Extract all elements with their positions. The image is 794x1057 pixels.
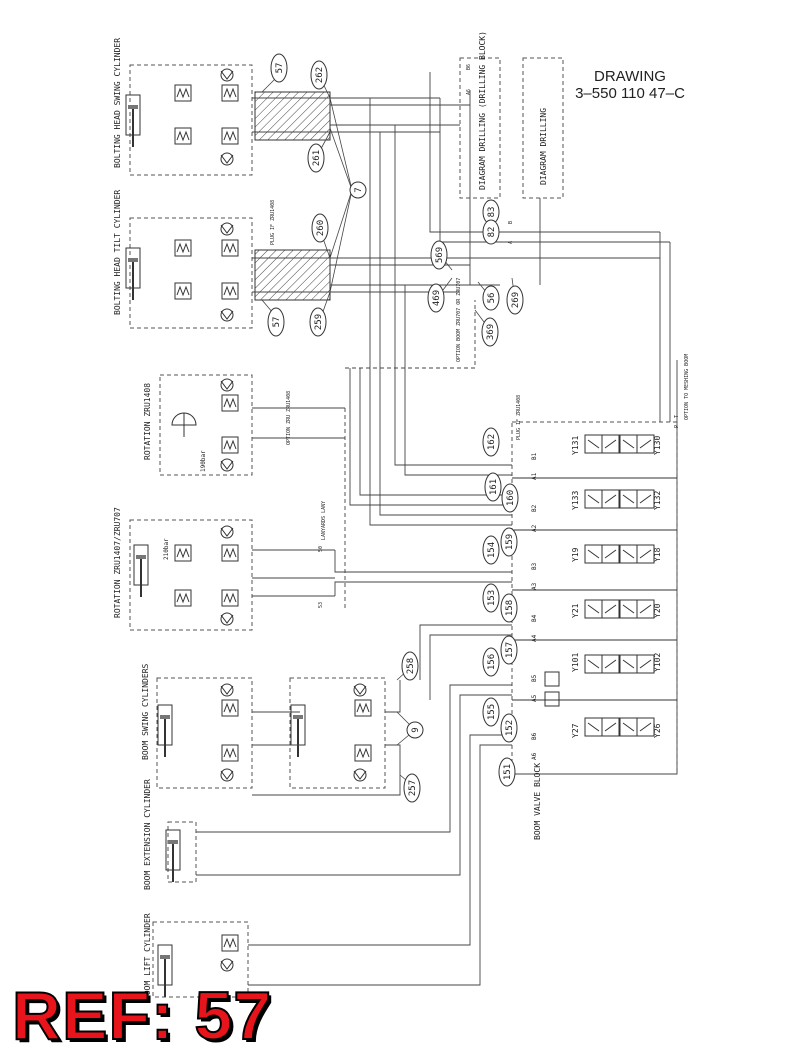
hydraulic-lines xyxy=(196,72,678,986)
label-boom-lift: BOOM LIFT CYLINDER xyxy=(143,913,152,1000)
label-bolting-head-tilt: BOLTING HEAD TILT CYLINDER xyxy=(113,190,122,315)
port-labels: B1 A1 B2 A2 B3 A3 B4 A4 B5 A5 B6 A6 xyxy=(531,452,538,760)
valve-label: Y19 xyxy=(571,547,580,562)
label-boom-extension: BOOM EXTENSION CYLINDER xyxy=(143,779,152,890)
note-plug-2: PLUG IF ZRU1408 xyxy=(516,395,522,440)
label-bolting-head-swing: BOLTING HEAD SWING CYLINDER xyxy=(113,38,122,168)
callout-label: 156 xyxy=(487,654,497,670)
callout-label: 57 xyxy=(275,63,285,74)
port-label: A4 xyxy=(531,634,538,642)
label-rotation-1407: ROTATION ZRU1407/ZRU707 xyxy=(113,507,122,618)
note-labels: PLUG IF ZRU1408 PLUG IF ZRU1408 OPTION B… xyxy=(163,64,690,608)
port-label: A5 xyxy=(531,694,538,702)
callout-label: 152 xyxy=(505,720,515,736)
callout-label: 153 xyxy=(487,590,497,606)
callout-label: 259 xyxy=(314,314,324,330)
valve-label: Y102 xyxy=(653,653,662,672)
valve-label: Y26 xyxy=(653,723,662,738)
callout-label: 257 xyxy=(408,780,418,796)
valve-label: Y101 xyxy=(571,653,580,672)
port-label: B2 xyxy=(531,504,538,512)
label-diagram-drilling: DIAGRAM DRILLING xyxy=(539,108,548,185)
component-boxes xyxy=(129,57,678,998)
callout-label: 9 xyxy=(411,727,421,732)
callout-label: 151 xyxy=(503,764,513,780)
note-option-meshing: OPTION TO MESHING BOOM xyxy=(684,354,690,420)
drawing-number: 3–550 110 47–C xyxy=(575,85,685,102)
callout-label: 469 xyxy=(432,290,442,306)
drawing-label: DRAWING xyxy=(594,68,666,85)
valve-label: Y21 xyxy=(571,603,580,618)
callout-label: 57 xyxy=(272,317,282,328)
port-label: B6 xyxy=(531,732,538,740)
port-label: B1 xyxy=(531,452,538,460)
note-plug-1: PLUG IF ZRU1408 xyxy=(270,200,276,245)
note-pressure-210: 210bar xyxy=(163,538,170,560)
note-option-rotation: OPTION ZRU ZRU1408 xyxy=(286,391,292,445)
note-a6: A6 xyxy=(466,89,472,95)
label-rotation-1408: ROTATION ZRU1408 xyxy=(143,383,152,460)
callout-label: 155 xyxy=(487,704,497,720)
label-boom-valve-block: BOOM VALVE BLOCK xyxy=(533,763,542,840)
cylinder-symbols xyxy=(125,94,306,998)
callout-label: 369 xyxy=(486,324,496,340)
callout-label: 569 xyxy=(435,247,445,263)
valve-block-sections xyxy=(512,434,677,737)
callout-label: 262 xyxy=(315,67,325,83)
valve-label: Y18 xyxy=(653,547,662,562)
note-53: 53 xyxy=(318,602,324,608)
label-diagram-drilling-block: DIAGRAM DRILLING (DRILLING BLOCK) xyxy=(478,31,487,190)
callout-label: 154 xyxy=(487,542,497,558)
callout-label: 7 xyxy=(354,187,364,192)
rotation-motor-symbol xyxy=(171,412,197,437)
note-pressure-190: 190bar xyxy=(200,450,207,472)
valve-labels: Y131 Y130 Y133 Y132 Y19 Y18 Y21 Y20 Y101… xyxy=(571,436,662,738)
note-option-boom: OPTION BOOM ZRU707 OR ZRU707 xyxy=(456,278,462,362)
hatched-block-swing xyxy=(254,91,331,141)
port-label: A3 xyxy=(531,582,538,590)
note-b6: B6 xyxy=(466,64,472,70)
valve-label: Y130 xyxy=(653,436,662,455)
callout-ovals: 57 262 261 7 260 259 57 569 469 56 269 3… xyxy=(267,53,524,803)
callout-label: 83 xyxy=(487,207,497,218)
note-t: T xyxy=(674,415,680,418)
callout-label: 162 xyxy=(487,434,497,450)
drawing-title: DRAWING 3–550 110 47–C xyxy=(565,68,695,102)
port-label: A1 xyxy=(531,472,538,480)
valve-label: Y131 xyxy=(571,436,580,455)
port-label: B4 xyxy=(531,614,538,622)
note-p: P xyxy=(674,425,680,428)
note-b: B xyxy=(508,221,514,224)
valve-label: Y27 xyxy=(571,723,580,738)
callout-label: 160 xyxy=(506,490,516,506)
callout-label: 82 xyxy=(487,227,497,238)
note-a: A xyxy=(508,241,514,244)
valve-label: Y133 xyxy=(571,491,580,510)
callout-label: 56 xyxy=(487,293,497,304)
note-50: 50 xyxy=(318,546,324,552)
label-boom-swing: BOOM SWING CYLINDERS xyxy=(141,663,150,760)
port-label: B5 xyxy=(531,674,538,682)
ref-label: REF: 57 xyxy=(11,978,273,1054)
callout-label: 269 xyxy=(511,292,521,308)
port-label: A2 xyxy=(531,524,538,532)
callout-label: 158 xyxy=(505,600,515,616)
port-label: A6 xyxy=(531,752,538,760)
valve-label: Y20 xyxy=(653,603,662,618)
port-label: B3 xyxy=(531,562,538,570)
callout-label: 161 xyxy=(489,479,499,495)
callout-label: 260 xyxy=(316,220,326,236)
valve-label: Y132 xyxy=(653,491,662,510)
component-labels: BOLTING HEAD SWING CYLINDER BOLTING HEAD… xyxy=(113,31,548,1000)
callout-label: 258 xyxy=(406,658,416,674)
callout-label: 159 xyxy=(505,534,515,550)
note-lanyards: LANYARDS LANY xyxy=(321,501,327,540)
hatched-block-tilt xyxy=(254,249,331,301)
callout-label: 261 xyxy=(312,150,322,166)
callout-label: 157 xyxy=(505,642,515,658)
